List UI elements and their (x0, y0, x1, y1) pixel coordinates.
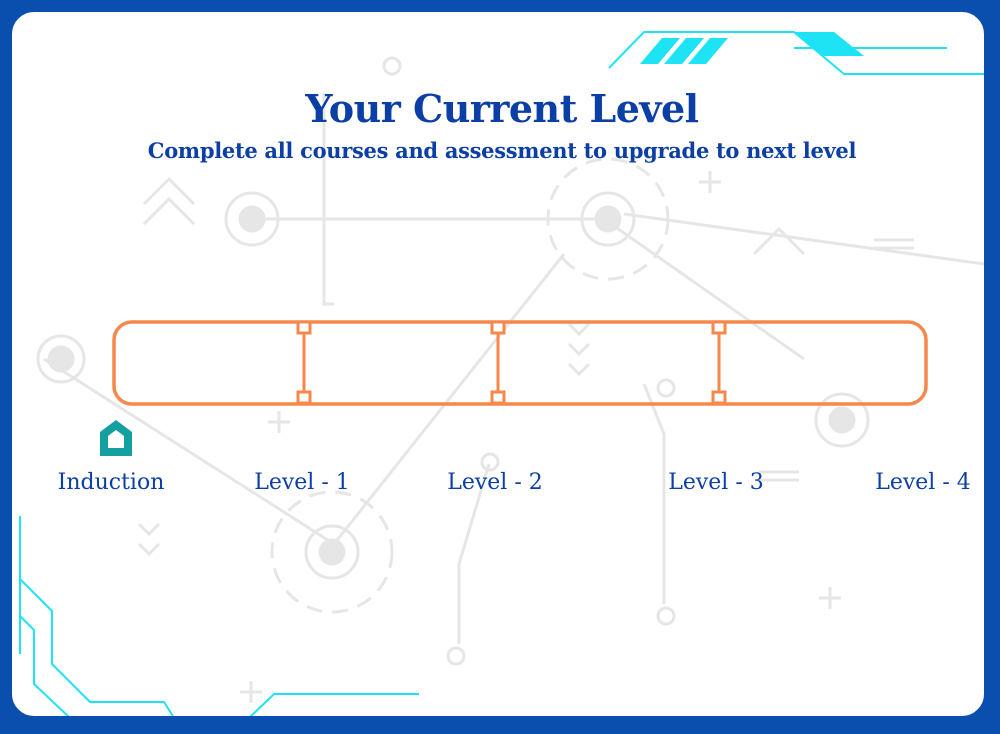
progress-bar-outline (112, 320, 928, 406)
home-icon (100, 420, 132, 456)
level-label-level-2: Level - 2 (447, 470, 543, 495)
level-divider-2 (490, 320, 506, 405)
circuit-background (19, 31, 984, 716)
level-label-level-1: Level - 1 (254, 470, 350, 495)
level-divider-1 (296, 320, 312, 405)
page-title: Your Current Level (305, 86, 699, 131)
level-label-level-4: Level - 4 (875, 470, 971, 495)
level-label-induction: Induction (57, 470, 165, 495)
level-card: Your Current Level Complete all courses … (8, 8, 988, 720)
level-label-level-3: Level - 3 (668, 470, 764, 495)
level-divider-3 (711, 320, 727, 405)
page-subtitle: Complete all courses and assessment to u… (147, 138, 857, 163)
